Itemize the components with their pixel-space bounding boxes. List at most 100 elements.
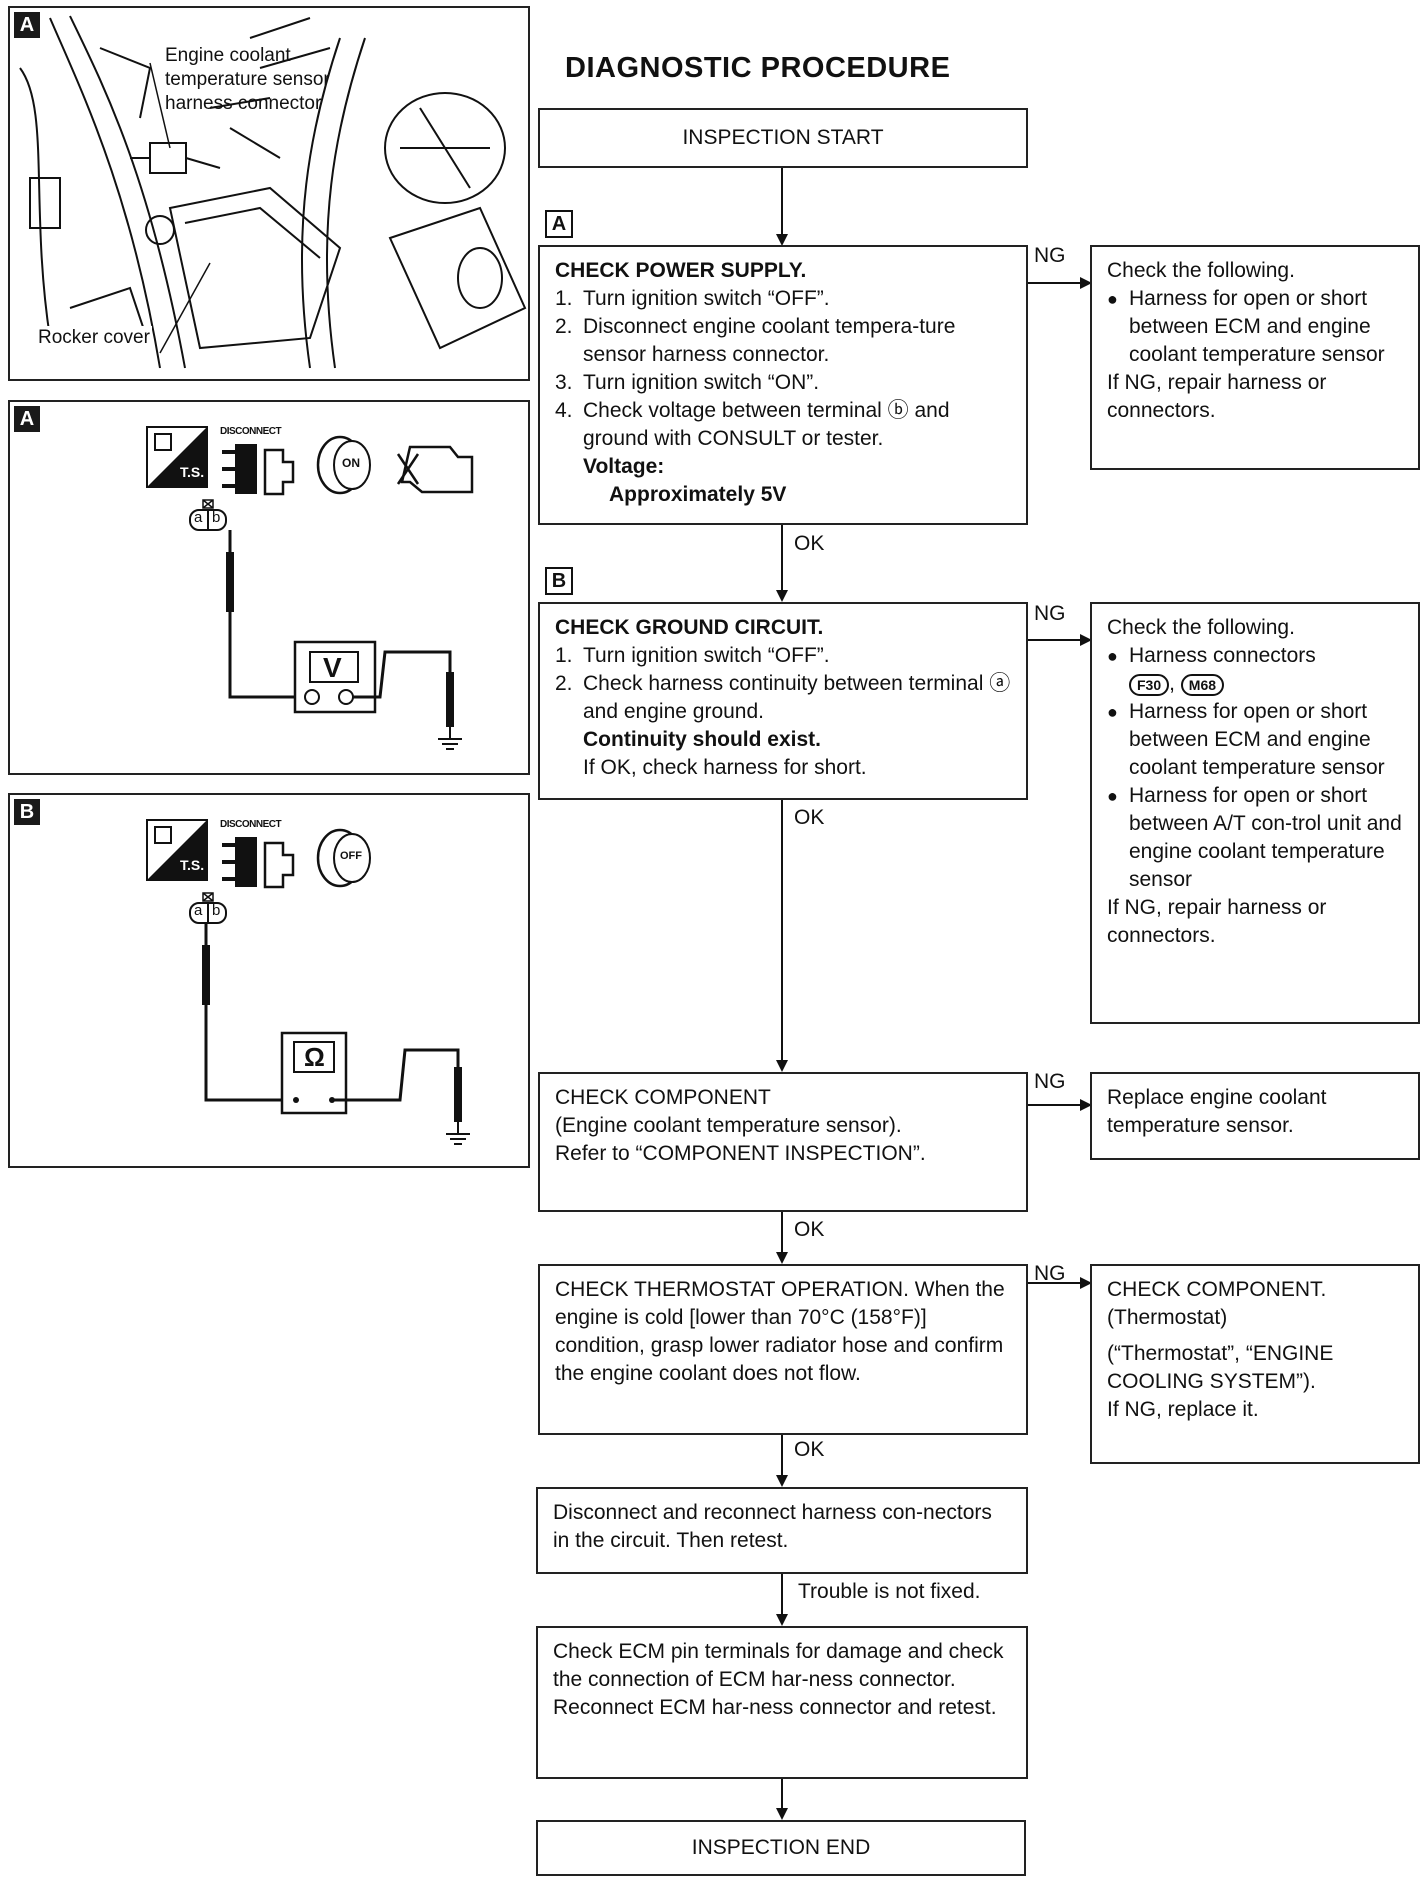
step2-ng-bullet-2-text: Harness for open or short between A/T co… [1129,784,1402,891]
step1-item-2-num: 2. [555,315,573,338]
inspection-start-box: INSPECTION START [538,108,1028,168]
step2-ng-bullet-2: ●Harness for open or short between A/T c… [1107,782,1403,894]
terminal-b-label: b [212,509,221,526]
inspection-end-box: INSPECTION END [536,1820,1026,1876]
step2-item-1: 1. Turn ignition switch “OFF”. [555,642,1011,670]
step2-item-1-text: Turn ignition switch “OFF”. [583,644,830,667]
terminal-a-label: a [194,902,203,919]
step2-item-1-num: 1. [555,644,573,667]
terminal-a-label: a [194,509,203,526]
step1-item-3-text: Turn ignition switch “ON”. [583,371,820,394]
step3-line-1: CHECK COMPONENT [555,1086,771,1109]
step1-title: CHECK POWER SUPPLY. [555,259,807,282]
step2-item-2-num: 2. [555,672,573,695]
step1-item-4: 4. Check voltage between terminal ⓑ and g… [555,397,1011,453]
voltage-check-diagram: A [8,400,530,775]
continuity-check-illustration [146,819,470,1145]
step1-item-2: 2. Disconnect engine coolant tempera-ture… [555,313,1011,369]
key-off-label: OFF [340,850,362,862]
step2-ng-bullet-1: ●Harness for open or short between ECM a… [1107,698,1403,782]
rocker-cover-callout: Rocker cover [36,326,152,350]
step4-ok-label: OK [794,1438,825,1461]
step3-ok-label: OK [794,1218,825,1241]
step2-ng-connectors-label: Harness connectors [1129,644,1316,667]
connector-callout-line-3: harness connector [165,93,322,114]
step2-ng-outro: If NG, repair harness or connectors. [1107,896,1327,947]
step1-item-3-num: 3. [555,371,573,394]
step-b-tag: B [545,567,573,595]
diagram-b-tag: B [14,799,40,825]
ts-icon [146,819,208,881]
terminal-b-label: b [212,902,221,919]
trouble-not-fixed-label: Trouble is not fixed. [798,1580,981,1603]
step1-spec-label: Voltage: [583,455,665,478]
step3-ng-label: NG [1034,1070,1066,1093]
reconnect-harness-box: Disconnect and reconnect harness con-nec… [536,1487,1028,1574]
disconnect-label: DISCONNECT [220,819,282,830]
check-power-supply-box: CHECK POWER SUPPLY. 1. Turn ignition swit… [538,245,1028,525]
step2-ng-box: Check the following. ●Harness connectors… [1090,602,1420,1024]
step1-item-3: 3. Turn ignition switch “ON”. [555,369,1011,397]
photo-section-tag: A [14,12,40,38]
disconnect-label: DISCONNECT [220,426,282,437]
step2-ok-label: OK [794,806,825,829]
step1-ng-bullet: ●Harness for open or short between ECM a… [1107,285,1403,369]
step4-ng-line-1: CHECK COMPONENT. [1107,1278,1327,1301]
ts-label: T.S. [180,857,205,873]
step3-line-3: Refer to “COMPONENT INSPECTION”. [555,1142,926,1165]
step1-item-4-text: Check voltage between terminal ⓑ and gro… [583,399,950,450]
step2-note: If OK, check harness for short. [583,756,867,779]
disconnect-icon [222,837,295,889]
step1-item-1-num: 1. [555,287,573,310]
step2-ng-intro: Check the following. [1107,616,1295,639]
key-on-label: ON [342,456,360,470]
step4-ng-label: NG [1034,1262,1066,1285]
engine-photo-panel: A Engine coolant temperature sensor harn… [8,6,530,381]
step4-ng-line-4: If NG, replace it. [1107,1398,1259,1421]
step1-ng-bullet-text: Harness for open or short between ECM an… [1129,287,1385,366]
step1-item-1-text: Turn ignition switch “OFF”. [583,287,830,310]
ts-icon [146,426,208,488]
ignition-on-icon [316,435,371,495]
step1-ng-box: Check the following. ●Harness for open o… [1090,245,1420,470]
step4-ng-line-3: (“Thermostat”, “ENGINE COOLING SYSTEM”). [1107,1342,1334,1393]
engine-photo-illustration [19,15,527,369]
step4-ng-box: CHECK COMPONENT. (Thermostat) (“Thermost… [1090,1264,1420,1464]
connector-callout: Engine coolant temperature sensor harnes… [165,44,330,116]
step2-spec: Continuity should exist. [583,728,822,751]
ts-label: T.S. [180,464,205,480]
connector-f30-badge: F30 [1129,674,1170,696]
step2-item-2-text: Check harness continuity between termina… [583,672,1011,723]
disconnect-icon [222,444,295,496]
check-ecm-pins-box: Check ECM pin terminals for damage and c… [536,1626,1028,1779]
step2-ng-label: NG [1034,602,1066,625]
step2-ng-connectors: ●Harness connectors F30, M68 [1107,644,1316,696]
connector-callout-line-2: temperature sensor [165,69,330,90]
step1-ng-outro: If NG, repair harness or connectors. [1107,371,1327,422]
step1-ng-label: NG [1034,244,1066,267]
step3-line-2: (Engine coolant temperature sensor). [555,1114,902,1137]
page-title: DIAGNOSTIC PROCEDURE [565,52,951,84]
step1-spec-value: Approximately 5V [609,483,787,506]
connector-m68-badge: M68 [1180,674,1225,696]
check-thermostat-box: CHECK THERMOSTAT OPERATION. When the eng… [538,1264,1028,1435]
check-component-box: CHECK COMPONENT (Engine coolant temperat… [538,1072,1028,1212]
step2-ng-bullet-1-text: Harness for open or short between ECM an… [1129,700,1385,779]
connector-callout-line-1: Engine coolant [165,45,291,66]
ohmmeter-symbol: Ω [304,1042,325,1072]
step4-ng-line-2: (Thermostat) [1107,1306,1228,1329]
step-a-tag: A [545,210,573,238]
voltmeter-symbol: V [323,652,342,683]
voltage-check-illustration [146,426,474,750]
step1-item-1: 1. Turn ignition switch “OFF”. [555,285,1011,313]
step1-item-4-num: 4. [555,399,573,422]
engine-icon [396,445,474,494]
step3-ng-box: Replace engine coolant temperature senso… [1090,1072,1420,1160]
ignition-off-icon [316,828,371,888]
step2-item-2: 2. Check harness continuity between termi… [555,670,1011,726]
step1-ok-label: OK [794,532,825,555]
check-ground-circuit-box: CHECK GROUND CIRCUIT. 1. Turn ignition sw… [538,602,1028,800]
step2-title: CHECK GROUND CIRCUIT. [555,616,824,639]
step1-item-2-text: Disconnect engine coolant tempera-ture s… [583,315,956,366]
diagram-a-tag: A [14,406,40,432]
